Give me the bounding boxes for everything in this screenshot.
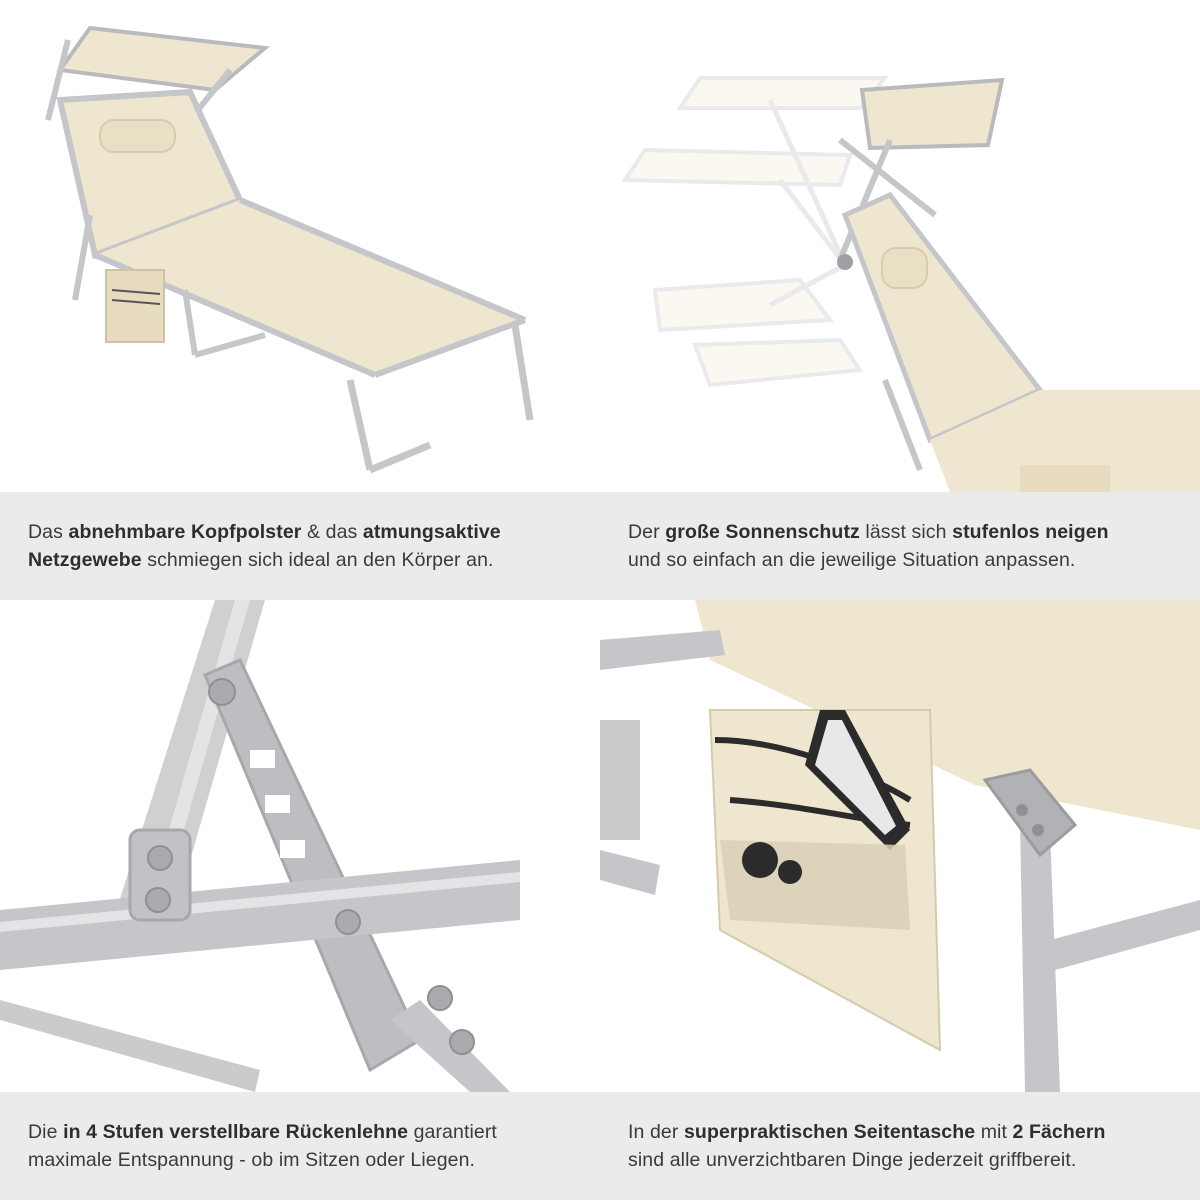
caption-line-1: Der große Sonnenschutz lässt sich stufen… [628, 521, 1109, 543]
caption-line-1: Die in 4 Stufen verstellbare Rückenlehne… [28, 1121, 497, 1143]
caption-line-2: maximale Entspannung - ob im Sitzen oder… [28, 1149, 476, 1171]
caption-line-2: Netzgewebe schmiegen sich ideal an den K… [28, 549, 494, 571]
panel-side-pocket: In der superpraktischen Seitentasche mit… [600, 600, 1200, 1200]
caption-backrest: Die in 4 Stufen verstellbare Rückenlehne… [0, 1092, 600, 1200]
caption-line-1: In der superpraktischen Seitentasche mit… [628, 1121, 1106, 1143]
caption-line-2: sind alle unverzichtbaren Dinge jederzei… [628, 1149, 1077, 1171]
caption-headrest: Das abnehmbare Kopfpolster & das atmungs… [0, 492, 600, 600]
sun-lounger-image [0, 0, 600, 492]
sunshade-angles-image [600, 0, 1200, 492]
panel-backrest: Die in 4 Stufen verstellbare Rückenlehne… [0, 600, 600, 1200]
caption-line-2: und so einfach an die jeweilige Situatio… [628, 549, 1076, 571]
backrest-hinge-image [0, 600, 600, 1092]
caption-line-1: Das abnehmbare Kopfpolster & das atmungs… [28, 521, 501, 543]
caption-sunshade: Der große Sonnenschutz lässt sich stufen… [600, 492, 1200, 600]
panel-sunshade: Der große Sonnenschutz lässt sich stufen… [600, 0, 1200, 600]
side-pocket-image [600, 600, 1200, 1092]
panel-headrest: Das abnehmbare Kopfpolster & das atmungs… [0, 0, 600, 600]
caption-side-pocket: In der superpraktischen Seitentasche mit… [600, 1092, 1200, 1200]
